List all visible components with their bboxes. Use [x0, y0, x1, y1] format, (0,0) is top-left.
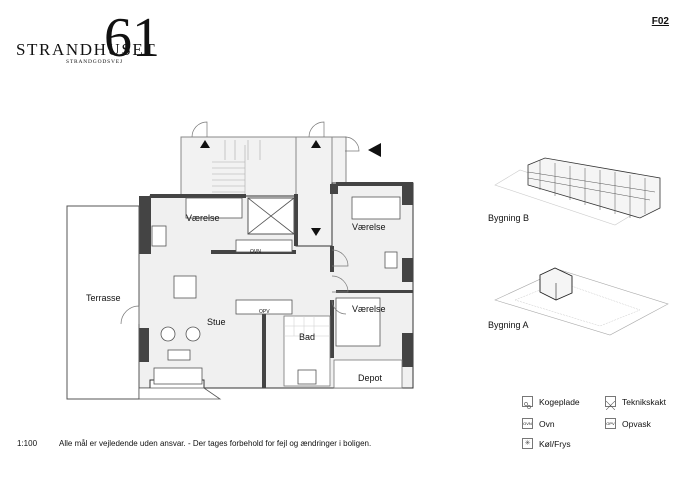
room-label-bad: Bad: [299, 332, 316, 342]
building-b-sketch: [494, 157, 661, 226]
plan-code: F02: [651, 16, 669, 27]
room-label-vaerelse-1: Værelse: [186, 213, 220, 223]
ovn-icon: OVN: [522, 418, 533, 429]
room-label-vaerelse-2: Værelse: [352, 222, 386, 232]
door-arcs: [120, 121, 360, 325]
kol-frys-icon: ✳: [522, 438, 533, 449]
disclaimer-text: Alle mål er vejledende uden ansvar. - De…: [59, 439, 372, 448]
room-label-vaerelse-3: Værelse: [352, 304, 386, 314]
entrance-arrows: [200, 140, 381, 236]
depot-area: [333, 359, 403, 389]
opvask-icon: OPV: [605, 418, 616, 429]
kogeplade-icon: [522, 396, 533, 409]
building-a-label: Bygning A: [488, 320, 529, 330]
brand-name: STRANDHUSET: [16, 40, 157, 59]
room-label-depot: Depot: [358, 373, 383, 383]
room-label-stue: Stue: [207, 317, 226, 327]
room-label-terrasse: Terrasse: [86, 293, 121, 303]
stair-steps: [212, 140, 261, 200]
building-a-sketch: [494, 267, 669, 336]
legend-kol-frys: Køl/Frys: [539, 439, 571, 449]
legend-kogeplade: Kogeplade: [539, 397, 580, 407]
appliance-opv-label: OPV: [259, 309, 270, 315]
legend-opvask: Opvask: [622, 419, 651, 429]
legend-teknikskakt: Teknikskakt: [622, 397, 666, 407]
furniture: [151, 196, 401, 385]
appliance-ovn-label: OVN: [250, 249, 261, 255]
brand-number: 61: [104, 7, 160, 69]
terrace-area: [66, 205, 140, 400]
scale-label: 1:100: [17, 439, 38, 448]
legend-ovn: Ovn: [539, 419, 555, 429]
brand-subtitle: STRANDGODSVEJ: [66, 59, 123, 65]
building-b-label: Bygning B: [488, 213, 530, 223]
teknikskakt-icon: [605, 396, 616, 411]
